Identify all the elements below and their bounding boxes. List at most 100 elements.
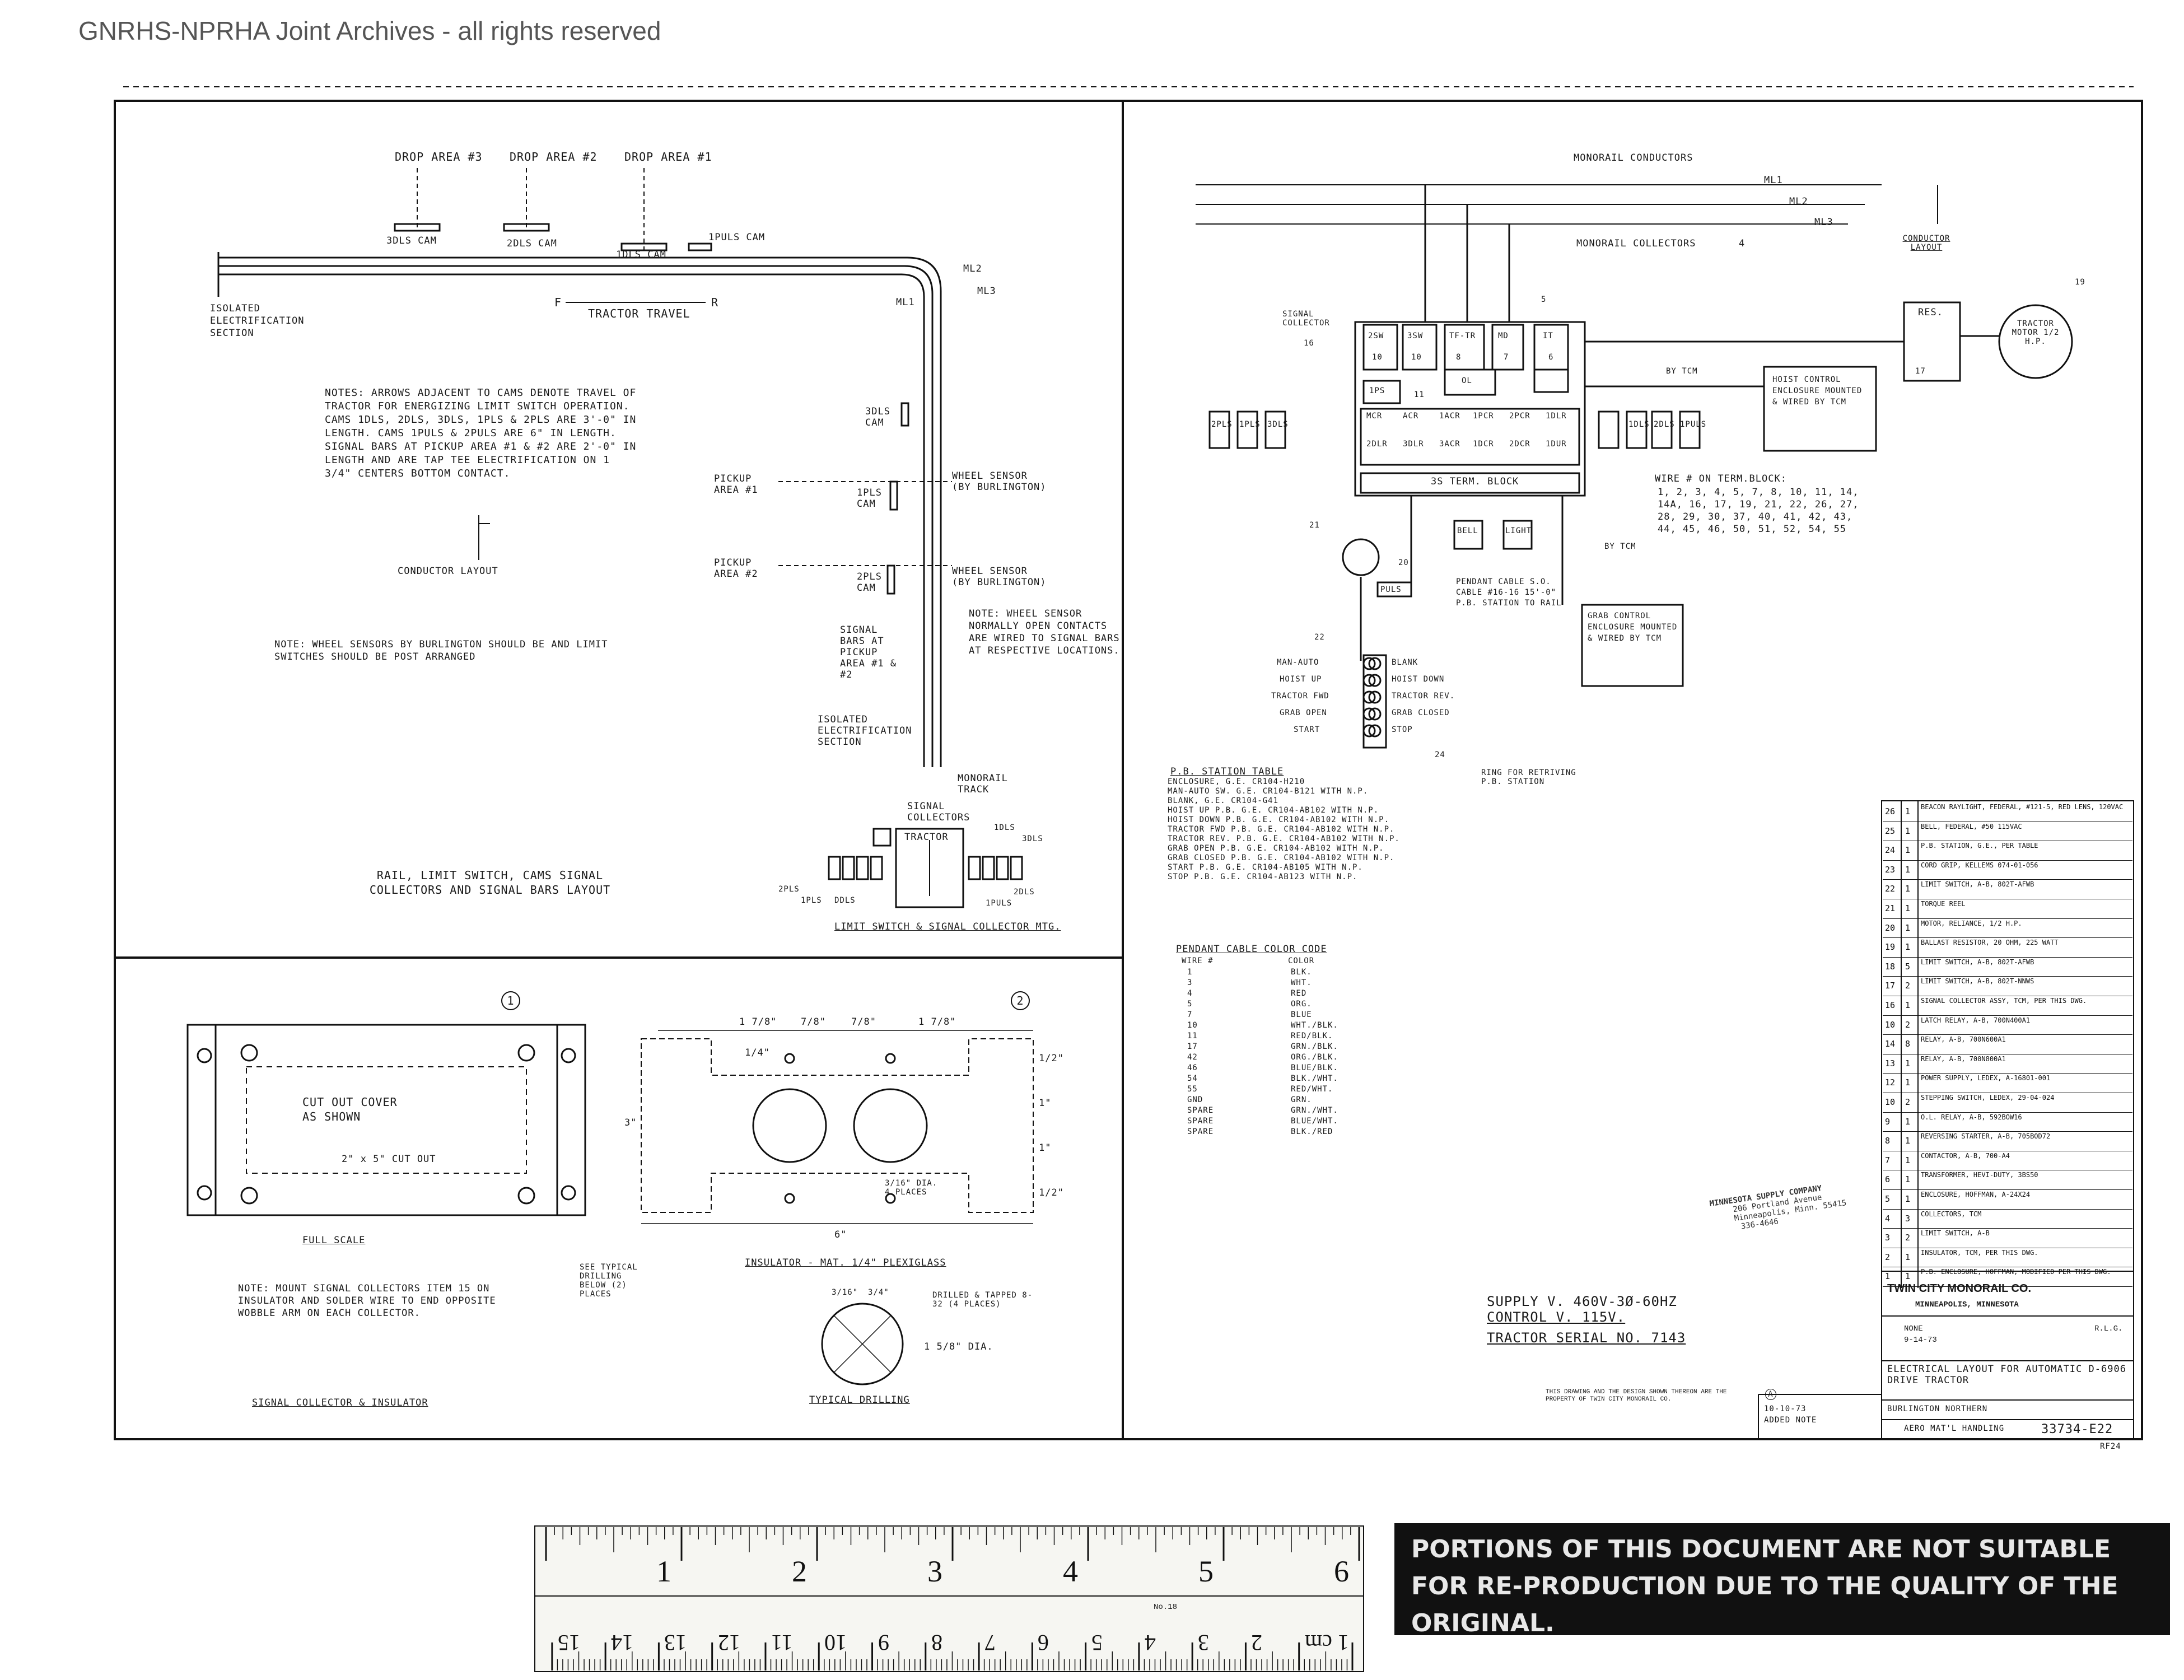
pendant-wire-number: SPARE bbox=[1187, 1106, 1214, 1115]
part-item-number: 9 bbox=[1885, 1116, 1891, 1127]
relay-1acr: 1ACR bbox=[1439, 412, 1460, 421]
drop-area-1: DROP AREA #1 bbox=[624, 150, 712, 164]
pb-table-row: MAN-AUTO SW. G.E. CR104-B121 WITH N.P. bbox=[1168, 787, 1369, 796]
part-description: BEACON RAYLIGHT, FEDERAL, #121-5, RED LE… bbox=[1921, 803, 2124, 811]
part-item-number: 2 bbox=[1885, 1252, 1891, 1262]
relay-1dlr: 1DLR bbox=[1546, 412, 1567, 421]
isolated-section-label: ISOLATED ELECTRIFICATION SECTION bbox=[210, 303, 305, 339]
relay-acr: ACR bbox=[1403, 412, 1419, 421]
relay-2pcr: 2PCR bbox=[1509, 412, 1530, 421]
typical-drilling-title: TYPICAL DRILLING bbox=[809, 1394, 910, 1406]
ruler-cm-label: 3 bbox=[1198, 1630, 1210, 1655]
dim-bottom: 6" bbox=[834, 1229, 847, 1240]
ruler-cm-label: 14 bbox=[611, 1630, 634, 1655]
signal-collector-title: SIGNAL COLLECTOR & INSULATOR bbox=[252, 1397, 428, 1408]
pendant-wire-number: 17 bbox=[1187, 1042, 1198, 1051]
part-quantity: 1 bbox=[1905, 1116, 1911, 1127]
pendant-wire-number: SPARE bbox=[1187, 1127, 1214, 1136]
limit-2dls: 2DLS bbox=[1014, 888, 1035, 897]
callout-24: 24 bbox=[1435, 750, 1445, 759]
part-quantity: 1 bbox=[1905, 942, 1911, 953]
limit-3dls: 3DLS bbox=[1022, 834, 1043, 843]
dim-top-3: 7/8" bbox=[851, 1016, 876, 1028]
part-item-number: 1 bbox=[1885, 1271, 1891, 1282]
pendant-wire-color: ORG./BLK. bbox=[1291, 1053, 1338, 1062]
proprietary-note: THIS DRAWING AND THE DESIGN SHOWN THEREO… bbox=[1546, 1389, 1727, 1403]
pendant-wire-color: GRN./WHT. bbox=[1291, 1106, 1338, 1115]
limit-left-3dls: 3DLS bbox=[1267, 420, 1289, 429]
cam-label-1puls: 1PULS CAM bbox=[708, 232, 766, 243]
drill-dim-2: 3/4" bbox=[868, 1288, 889, 1297]
box-num-6: 6 bbox=[1548, 353, 1554, 362]
part-description: O.L. RELAY, A-B, 592BOW16 bbox=[1921, 1113, 2022, 1121]
drop-area-3: DROP AREA #3 bbox=[395, 150, 483, 164]
callout-4: 4 bbox=[1739, 238, 1746, 249]
drawing-suffix: RF24 bbox=[2100, 1442, 2121, 1451]
grab-control-label: GRAB CONTROL ENCLOSURE MOUNTED & WIRED B… bbox=[1588, 612, 1678, 643]
pickup-area-2: PICKUP AREA #2 bbox=[714, 557, 758, 580]
part-quantity: 1 bbox=[1905, 1000, 1911, 1010]
rail-ml1: ML1 bbox=[896, 297, 915, 308]
tractor-motor-label: TRACTOR MOTOR 1/2 H.P. bbox=[2012, 319, 2060, 346]
part-quantity: 2 bbox=[1905, 1233, 1911, 1243]
part-quantity: 1 bbox=[1905, 903, 1911, 913]
part-quantity: 1 bbox=[1905, 1194, 1911, 1204]
pendant-wire-number: 1 bbox=[1187, 968, 1193, 977]
direction-r: R bbox=[711, 296, 719, 309]
part-item-number: 13 bbox=[1885, 1058, 1896, 1068]
callout-2: 2 bbox=[1011, 991, 1030, 1010]
pb-man-auto: MAN-AUTO bbox=[1277, 658, 1319, 667]
ruler-cm-label: 7 bbox=[984, 1630, 996, 1655]
limit-1pls: 1PLS bbox=[801, 896, 822, 905]
pendant-wire-color: BLK. bbox=[1291, 968, 1312, 977]
part-quantity: 1 bbox=[1905, 1136, 1911, 1146]
part-description: LIMIT SWITCH, A-B bbox=[1921, 1229, 1990, 1238]
box-num-8: 8 bbox=[1456, 353, 1462, 362]
pb-table-row: START P.B. G.E. CR104-AB105 WITH N.P. bbox=[1168, 863, 1363, 872]
limit-right-1puls: 1PULS bbox=[1680, 420, 1707, 429]
date-value: 9-14-73 bbox=[1904, 1336, 1937, 1345]
pb-table-row: HOIST UP P.B. G.E. CR104-AB102 WITH N.P. bbox=[1168, 806, 1379, 815]
bell-label: BELL bbox=[1457, 526, 1478, 535]
monorail-conductors-label: MONORAIL CONDUCTORS bbox=[1574, 152, 1693, 164]
box-num-10a: 10 bbox=[1372, 353, 1383, 362]
limit-switch-mtg-title: LIMIT SWITCH & SIGNAL COLLECTOR MTG. bbox=[834, 921, 1061, 932]
part-description: POWER SUPPLY, LEDEX, A-16801-001 bbox=[1921, 1074, 2051, 1082]
pb-table-title: P.B. STATION TABLE bbox=[1170, 766, 1284, 777]
pickup-area-1: PICKUP AREA #1 bbox=[714, 473, 758, 496]
limit-left-2pls: 2PLS bbox=[1211, 420, 1233, 429]
pendant-wire-number: 42 bbox=[1187, 1053, 1198, 1062]
dim-side: 3" bbox=[624, 1117, 637, 1128]
part-description: STEPPING SWITCH, LEDEX, 29-04-024 bbox=[1921, 1094, 2055, 1102]
limit-right-1dls: 1DLS bbox=[1628, 420, 1650, 429]
part-quantity: 1 bbox=[1905, 806, 1911, 816]
pb-blank: BLANK bbox=[1392, 658, 1418, 667]
pendant-wire-number: SPARE bbox=[1187, 1117, 1214, 1126]
part-description: LIMIT SWITCH, A-B, 802T-AFWB bbox=[1921, 880, 2034, 889]
ruler-cm-label: 4 bbox=[1144, 1630, 1156, 1655]
part-quantity: 5 bbox=[1905, 961, 1911, 972]
pendant-wire-color: BLK./WHT. bbox=[1291, 1074, 1338, 1083]
dim-top-2: 7/8" bbox=[801, 1016, 826, 1028]
wheel-sensor-2: WHEEL SENSOR (BY BURLINGTON) bbox=[952, 566, 1047, 588]
cam-label-2dls: 2DLS CAM bbox=[507, 238, 557, 249]
monorail-track-label: MONORAIL TRACK bbox=[958, 773, 1008, 795]
pb-tractor-rev: TRACTOR REV. bbox=[1392, 692, 1455, 701]
full-scale-label: FULL SCALE bbox=[302, 1235, 366, 1246]
box-md: MD bbox=[1498, 332, 1509, 340]
part-item-number: 12 bbox=[1885, 1077, 1896, 1088]
sensor-note: NOTE: WHEEL SENSOR NORMALLY OPEN CONTACT… bbox=[969, 608, 1120, 656]
conductor-layout-label: CONDUCTOR LAYOUT bbox=[398, 566, 498, 577]
dim-top-4: 1 7/8" bbox=[918, 1016, 956, 1028]
tractor-label: TRACTOR bbox=[904, 832, 949, 843]
relay-1dur: 1DUR bbox=[1546, 440, 1567, 449]
ruler-cm-label: 2 bbox=[1251, 1630, 1263, 1655]
revision-note: ADDED NOTE bbox=[1764, 1416, 1817, 1425]
dim-quarter: 1/4" bbox=[745, 1047, 770, 1058]
ruler-brand: No.18 bbox=[1154, 1603, 1178, 1612]
drop-area-2: DROP AREA #2 bbox=[510, 150, 598, 164]
rail-layout-title: RAIL, LIMIT SWITCH, CAMS SIGNAL COLLECTO… bbox=[369, 869, 611, 897]
